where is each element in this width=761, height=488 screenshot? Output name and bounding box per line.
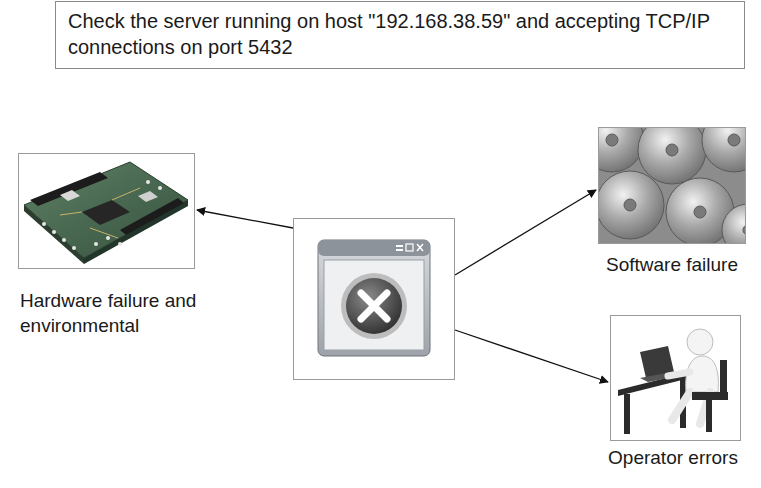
caption: Hardware failure and environmental xyxy=(20,289,200,338)
picture-node: Hardware failure and environmental xyxy=(18,153,200,338)
arrow xyxy=(455,330,608,382)
discs-picture xyxy=(580,108,761,256)
caption: Software failure xyxy=(587,253,757,278)
arrow xyxy=(455,190,596,275)
note-text: Check the server running on host "192.16… xyxy=(68,8,732,60)
error-window-icon xyxy=(318,240,430,356)
operator-picture xyxy=(611,316,741,441)
picture-node: Operator errors xyxy=(588,315,758,471)
icon-node xyxy=(293,218,455,380)
circuit-board-picture xyxy=(19,154,195,269)
arrow xyxy=(197,210,293,228)
caption: Operator errors xyxy=(588,446,758,471)
note-box: Check the server running on host "192.16… xyxy=(55,1,745,69)
picture-node: Software failure xyxy=(587,127,757,278)
